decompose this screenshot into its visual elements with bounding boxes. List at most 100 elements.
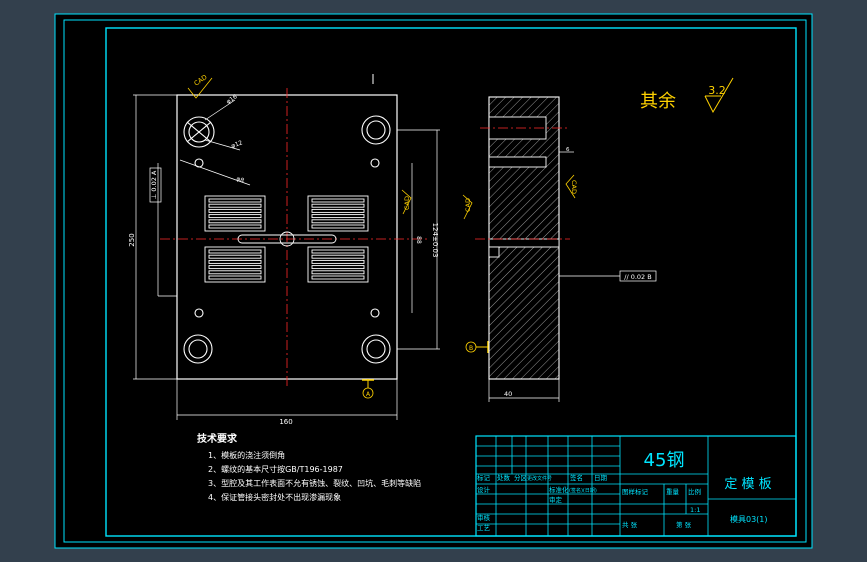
cavity-rib [208, 224, 262, 229]
datum-a-label: A [366, 391, 371, 398]
cavity-rib [208, 265, 262, 270]
cavity-lower-right [307, 246, 369, 283]
inner-frame [105, 27, 797, 537]
dim-88-text: 88 [415, 236, 422, 244]
runner-channel [237, 234, 337, 244]
lbl-sheet-no: 第 张 [676, 520, 692, 529]
dim-inner-text: 124±0.03 [431, 223, 439, 258]
guide-hole-br-outer [361, 334, 391, 364]
title-block-text: 标记 处数 分区 更改文件号 签名 日期 设计 标准化 (签名)(日期) 审定 … [477, 473, 768, 532]
guide-hole-bl-outer [183, 334, 213, 364]
dim-height-text: 250 [128, 233, 136, 246]
screw-hole-tr [370, 158, 380, 168]
side-section-view: 40 6 // 0.02 B [475, 96, 657, 402]
tolerance-left-text: ⊥ 0.02 A [150, 170, 158, 199]
cavity-rib [311, 214, 365, 219]
cavity-rib [311, 249, 365, 254]
lbl-stage-mark: 图样标记 [622, 487, 649, 496]
cavity-rib [311, 198, 365, 203]
hdr-count: 处数 [497, 473, 511, 482]
roughness-symbol [704, 77, 734, 114]
front-dimensions [133, 94, 440, 420]
cavity-rib [311, 275, 365, 280]
dim-6-text: 6 [566, 147, 570, 153]
datum-a-marker: A [362, 379, 374, 399]
hdr-change-doc: 更改文件号 [527, 475, 552, 482]
guide-hole-tr-outer [361, 115, 391, 145]
cavity-upper-right [307, 195, 369, 232]
drawing-sheet [54, 13, 813, 549]
roughness-marks [187, 77, 576, 220]
tech-req-title: 技术要求 [197, 432, 238, 445]
cavity-rib [208, 259, 262, 264]
cavity-rib [311, 270, 365, 275]
guide-holes [183, 115, 391, 364]
lbl-total-sheets: 共 张 [622, 520, 638, 529]
guide-hole-bl-inner [188, 339, 208, 359]
roughness-value: 3.2 [708, 84, 726, 97]
dim-hole-text: φ8 [235, 175, 245, 184]
title-block [475, 435, 797, 537]
guide-hole-tl-inner [188, 121, 210, 143]
screw-hole-br [370, 308, 380, 318]
outer-border [63, 19, 807, 543]
section-body [488, 96, 560, 380]
tolerance-right-text: // 0.02 B [624, 273, 651, 281]
cavity-rib [311, 224, 365, 229]
lbl-standardize-date: (签名)(日期) [569, 487, 597, 494]
screw-hole-bl [194, 308, 204, 318]
dim-thickness-text: 40 [504, 390, 512, 398]
guide-hole-tr-inner [366, 120, 386, 140]
section-step [488, 246, 500, 258]
cad-mark-4: CAD [570, 180, 578, 194]
hdr-date: 日期 [594, 474, 608, 482]
lbl-ratio: 比例 [688, 487, 701, 496]
hdr-zone: 分区 [514, 473, 528, 482]
tolerance-frame-left [149, 167, 162, 203]
lbl-weight: 重量 [666, 488, 680, 496]
datum-b-marker: B [465, 341, 489, 353]
section-screw-bore [488, 156, 547, 168]
datum-b-label: B [469, 345, 473, 352]
cavity-rib [208, 249, 262, 254]
lbl-craft: 工艺 [477, 524, 491, 532]
cavity-rib [208, 219, 262, 224]
drawing-number: 模具03(1) [730, 514, 768, 524]
cavity-rib [311, 203, 365, 208]
cavity-rib [311, 265, 365, 270]
part-name: 定 模 板 [724, 477, 771, 492]
lbl-review: 审核 [477, 513, 491, 522]
lbl-approve: 审定 [549, 495, 563, 504]
material-label: 45钢 [644, 450, 685, 471]
cavity-rib [208, 254, 262, 259]
hdr-sign: 签名 [570, 473, 583, 482]
cavity-lower-left [204, 246, 266, 283]
tech-requirements: 技术要求 1、模板的浇注须倒角 2、螺纹的基本尺寸按GB/T196-1987 3… [197, 432, 421, 502]
lbl-scale: 1:1 [690, 506, 700, 514]
tech-req-item-3: 3、型腔及其工作表面不允有锈蚀、裂纹、凹坑、毛刺等缺陷 [208, 478, 421, 488]
tech-req-item-1: 1、模板的浇注须倒角 [208, 450, 285, 460]
cavity-rib [208, 203, 262, 208]
lbl-design: 设计 [477, 485, 491, 494]
cavity-group [204, 195, 369, 283]
cavity-ribs [208, 198, 365, 280]
cavity-upper-left [204, 195, 266, 232]
cavity-rib [208, 208, 262, 213]
hdr-mark: 标记 [477, 473, 491, 482]
tech-req-item-2: 2、螺纹的基本尺寸按GB/T196-1987 [208, 464, 343, 474]
sprue-hole [279, 231, 295, 247]
cavity-rib [311, 219, 365, 224]
roughness-label: 其余 [640, 91, 676, 112]
cavity-rib [311, 254, 365, 259]
dim-phi12-text: φ12 [230, 139, 243, 150]
cavity-rib [208, 214, 262, 219]
cavity-rib [311, 208, 365, 213]
cavity-rib [208, 275, 262, 280]
front-view [160, 74, 430, 388]
cavity-rib [208, 270, 262, 275]
cavity-rib [311, 259, 365, 264]
tech-req-item-4: 4、保证管接头密封处不出现渗漏现象 [208, 492, 341, 502]
cad-mark-2: CAD [403, 196, 411, 210]
guide-hole-tl-outer [183, 116, 215, 148]
cad-mark-3: CAD [464, 198, 472, 212]
